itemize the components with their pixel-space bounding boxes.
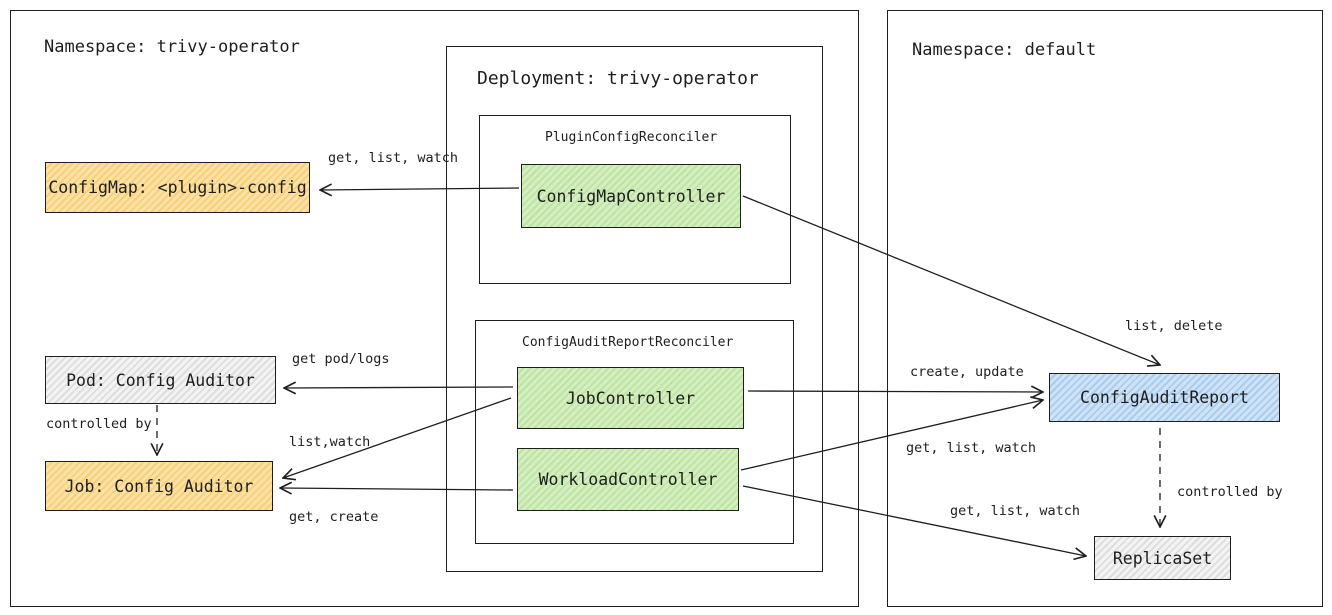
edge-wc-to-car [740, 400, 1043, 471]
label-jobc-to-job: list,watch [289, 434, 371, 450]
deployment-label: Deployment: trivy-operator [477, 68, 759, 89]
workload-controller-node: WorkloadController [517, 448, 739, 511]
label-pod-to-job: controlled by [46, 416, 152, 432]
configmap-controller-node: ConfigMapController [521, 164, 741, 228]
edge-cmc-to-configmap [320, 188, 520, 190]
plugin-config-reconciler-label: PluginConfigReconciler [545, 130, 718, 145]
config-audit-report-node: ConfigAuditReport [1049, 373, 1280, 422]
job-config-auditor-node: Job: Config Auditor [45, 461, 273, 511]
job-controller-node: JobController [517, 367, 744, 429]
label-cmc-to-configmap: get, list, watch [328, 150, 459, 166]
edge-cmc-to-car [742, 195, 1160, 365]
namespace-right-label: Namespace: default [912, 40, 1097, 60]
label-cmc-to-car: list, delete [1125, 318, 1223, 334]
namespace-default-frame [887, 10, 1323, 607]
label-jobc-to-pod: get pod/logs [292, 351, 390, 367]
configmap-node: ConfigMap: <plugin>-config [45, 162, 310, 213]
label-jobc-to-car: create, update [910, 364, 1024, 380]
label-wc-to-job: get, create [289, 509, 379, 525]
edge-wc-to-job [280, 488, 514, 490]
edge-jobc-to-job [283, 397, 512, 478]
namespace-trivy-operator-frame [10, 10, 859, 607]
label-wc-to-rs: get, list, watch [950, 503, 1081, 519]
edge-wc-to-rs [742, 485, 1086, 556]
config-audit-report-reconciler-label: ConfigAuditReportReconciler [522, 335, 734, 350]
edge-jobc-to-car [747, 391, 1043, 392]
label-wc-to-car: get, list, watch [906, 440, 1037, 456]
label-car-to-rs: controlled by [1177, 484, 1283, 500]
replicaset-node: ReplicaSet [1094, 536, 1231, 580]
deployment-frame [446, 46, 823, 572]
namespace-left-label: Namespace: trivy-operator [44, 37, 300, 57]
edge-jobc-to-pod [284, 387, 514, 388]
plugin-config-reconciler-frame [479, 115, 791, 284]
pod-config-auditor-node: Pod: Config Auditor [45, 356, 276, 404]
config-audit-report-reconciler-frame [475, 320, 794, 544]
